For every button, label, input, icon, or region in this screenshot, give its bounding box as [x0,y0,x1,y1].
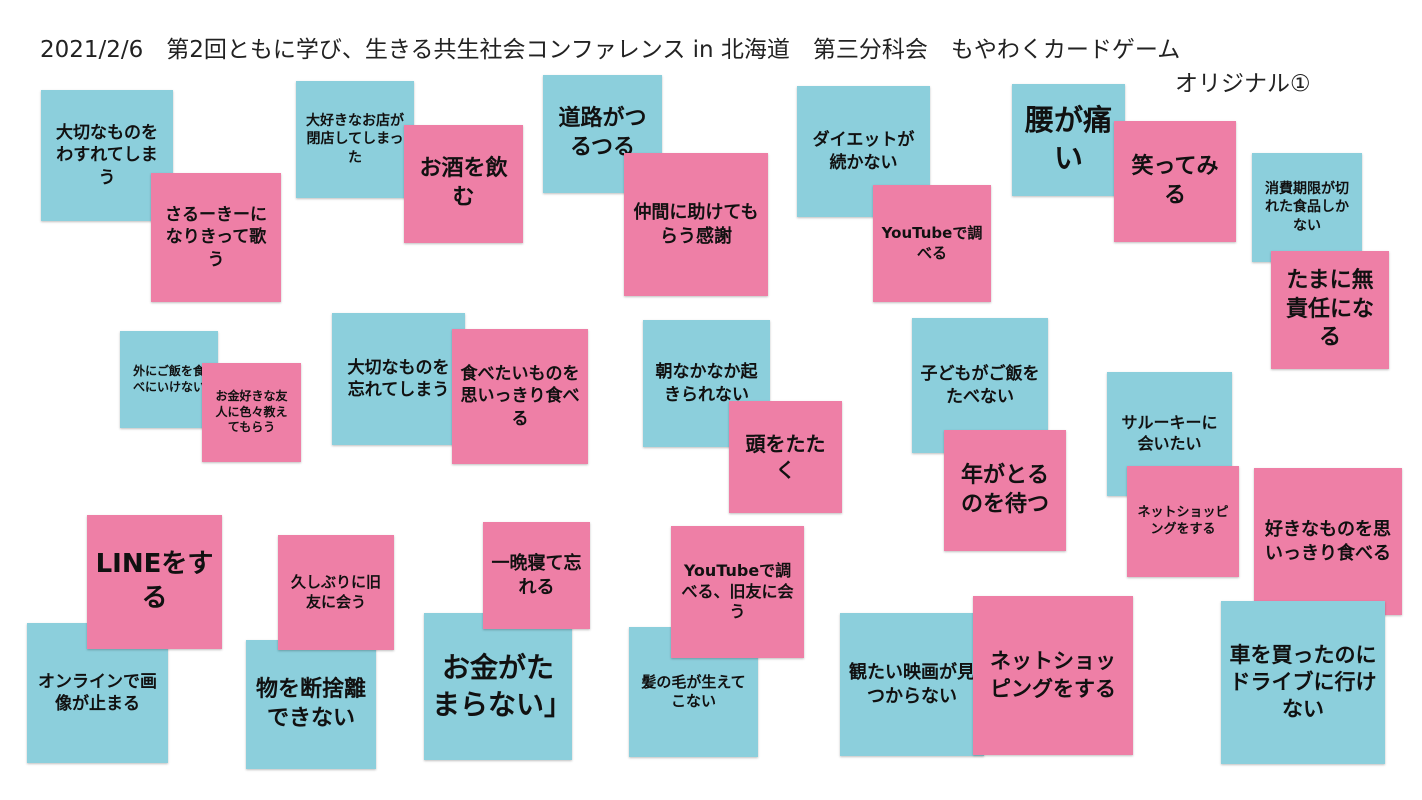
sticky-note-blue[interactable]: 道路がつるつる [543,75,662,193]
sticky-note-blue[interactable]: 消費期限が切れた食品しかない [1252,153,1362,262]
sticky-note-blue[interactable]: ダイエットが続かない [797,86,930,217]
sticky-note-blue[interactable]: 大切なものを忘れてしまう [332,313,465,445]
sticky-note-blue[interactable]: 物を断捨離できない [246,640,376,769]
sticky-note-pink[interactable]: 食べたいものを思いっきり食べる [452,329,588,464]
sticky-note-blue[interactable]: 観たい映画が見つからない [840,613,984,756]
sticky-note-pink[interactable]: YouTubeで調べる、旧友に会う [671,526,804,658]
sticky-note-pink[interactable]: 好きなものを思いっきり食べる [1254,468,1402,615]
sticky-note-blue[interactable]: 大好きなお店が閉店してしまった [296,81,414,198]
sticky-note-pink[interactable]: ネットショッピングをする [1127,466,1239,577]
sticky-note-pink[interactable]: LINEをする [87,515,222,649]
sticky-note-pink[interactable]: 笑ってみる [1114,121,1236,242]
sticky-note-pink[interactable]: 一晩寝て忘れる [483,522,590,629]
sticky-note-pink[interactable]: お酒を飲む [404,125,523,243]
sticky-note-blue[interactable]: 外にご飯を食べにいけない [120,331,218,428]
sticky-note-pink[interactable]: たまに無責任になる [1271,251,1389,369]
sticky-note-pink[interactable]: ネットショッピングをする [973,596,1133,755]
sticky-note-pink[interactable]: さるーきーになりきって歌う [151,173,281,302]
sticky-note-pink[interactable]: 頭をたたく [729,401,842,513]
sticky-note-pink[interactable]: 久しぶりに旧友に会う [278,535,394,650]
sticky-note-blue[interactable]: 腰が痛い [1012,84,1125,196]
sticky-note-pink[interactable]: お金好きな友人に色々教えてもらう [202,363,301,462]
page-title: 2021/2/6 第2回ともに学び、生きる共生社会コンファレンス in 北海道 … [40,37,1181,63]
sticky-note-pink[interactable]: 仲間に助けてもらう感謝 [624,153,768,296]
sticky-note-blue[interactable]: お金がたまらない」 [424,613,572,760]
sticky-note-pink[interactable]: 年がとるのを待つ [944,430,1066,551]
sticky-note-pink[interactable]: YouTubeで調べる [873,185,991,302]
sticky-note-blue[interactable]: 車を買ったのにドライブに行けない [1221,601,1385,764]
page-subtitle: オリジナル① [1175,71,1311,97]
sticky-note-blue[interactable]: 大切なものをわすれてしまう [41,90,173,221]
